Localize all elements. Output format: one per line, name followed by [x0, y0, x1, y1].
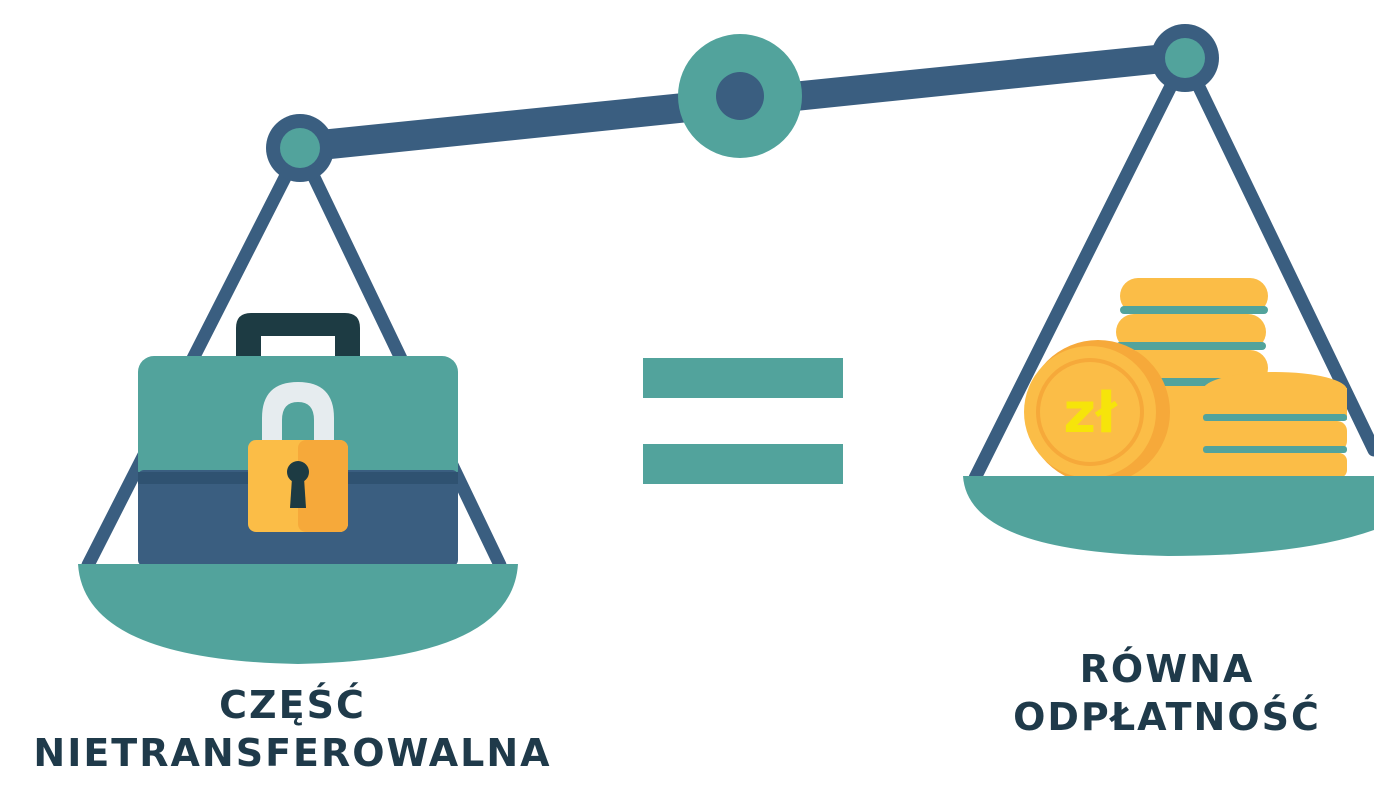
equals-top-bar [643, 358, 843, 398]
left-pivot-core [280, 128, 320, 168]
right-label-line1: RÓWNA [960, 646, 1374, 694]
right-label: RÓWNA ODPŁATNOŚĆ [960, 646, 1374, 741]
equals-bottom-bar [643, 444, 843, 484]
coin-stack-icon: zł [1024, 278, 1347, 484]
left-label-line2: NIETRANSFEROWALNA [0, 730, 585, 778]
briefcase-handle [236, 313, 360, 360]
left-pan [78, 564, 518, 664]
right-pan [963, 476, 1374, 556]
equals-sign-icon [643, 358, 843, 484]
center-pivot-core [716, 72, 764, 120]
coin-stripe-back-3 [1116, 342, 1266, 350]
right-pivot-core [1165, 38, 1205, 78]
coin-stripe-right-2 [1203, 446, 1347, 453]
left-label-line1: CZĘŚĆ [0, 682, 585, 730]
coin-stripe-back-4 [1120, 306, 1268, 314]
coin-symbol: zł [1063, 381, 1118, 446]
coin-right-1 [1203, 453, 1347, 478]
padlock-body-shade [298, 440, 348, 532]
coin-stripe-right-3 [1203, 414, 1347, 421]
right-label-line2: ODPŁATNOŚĆ [960, 694, 1374, 742]
padlock-keyhole-bottom [290, 478, 306, 508]
left-label: CZĘŚĆ NIETRANSFEROWALNA [0, 682, 585, 777]
